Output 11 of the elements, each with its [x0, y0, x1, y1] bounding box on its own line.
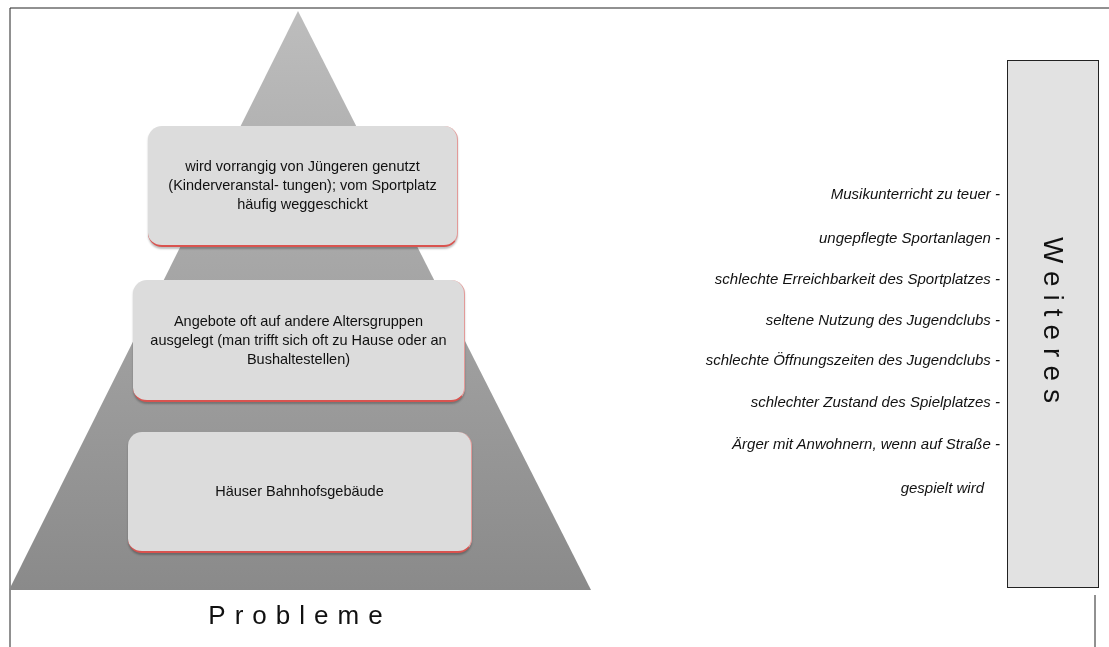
- list-item-text: schlechter Zustand des Spielplatzes -: [750, 393, 1000, 410]
- text-box: Häuser Bahnhofsgebäude: [128, 432, 472, 553]
- pyramid-title: Probleme: [207, 600, 393, 631]
- list-item-text: Musikunterricht zu teuer -: [830, 185, 1000, 202]
- list-item-text: gespielt wird: [900, 479, 984, 496]
- list-item-text: ungepflegte Sportanlagen -: [819, 229, 1000, 246]
- column-box: Weiteres: [1007, 60, 1099, 588]
- list-item-text: seltene Nutzung des Jugendclubs -: [765, 311, 1000, 328]
- text-box: wird vorrangig von Jüngeren genutzt (Kinderveranstal- tungen); vom Sportplatz häufig weggeschickt: [148, 126, 458, 247]
- text-box: Angebote oft auf andere Altersgruppen ausgelegt (man trifft sich oft zu Hause oder an Bushaltestellen): [133, 280, 465, 402]
- list-item-text: schlechte Erreichbarkeit des Sportplatzes -: [714, 270, 1000, 287]
